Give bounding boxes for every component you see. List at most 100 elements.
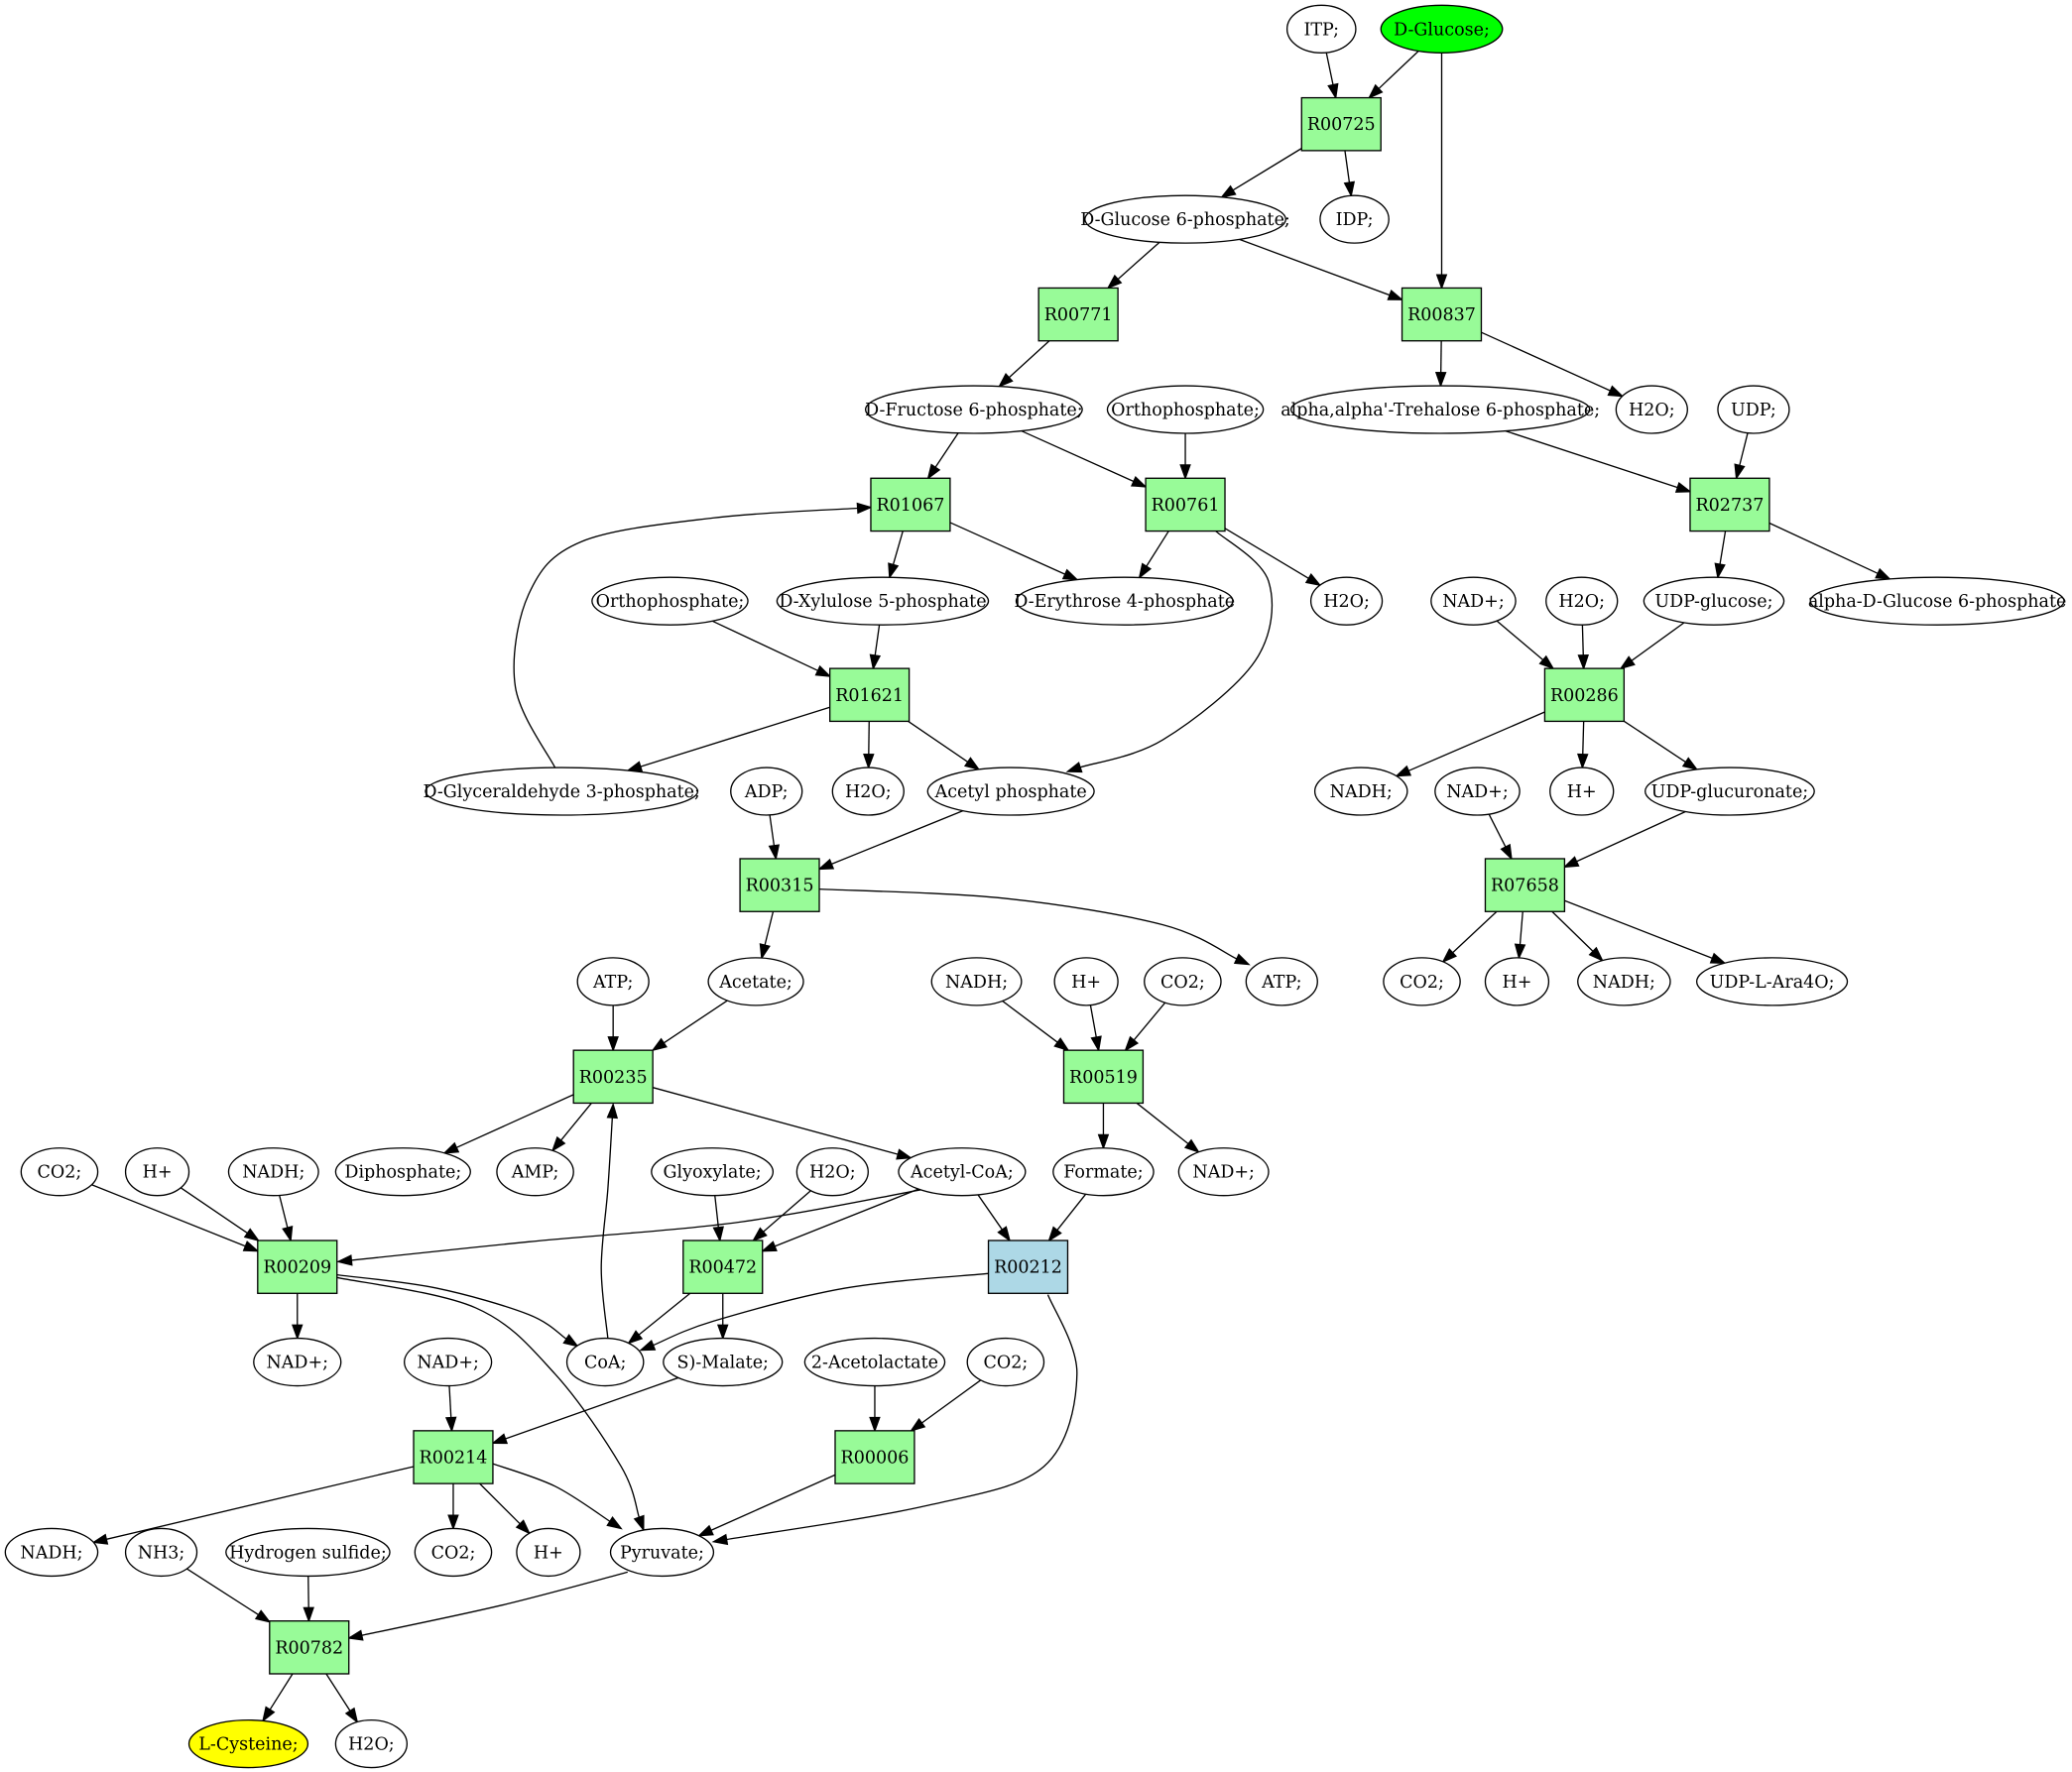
node-label: Hydrogen sulfide; bbox=[229, 1543, 387, 1563]
edge-r00235-to-acetyl_coa bbox=[652, 1087, 914, 1160]
edge-orthophosphate_1-to-r00761 bbox=[1179, 432, 1191, 481]
node-label: R00209 bbox=[263, 1258, 331, 1278]
compound-node-h-plus-5: H+ bbox=[516, 1527, 581, 1578]
edge-r00761-to-d_erythrose_4_phosphate bbox=[1138, 531, 1169, 580]
compound-node-h-plus-2: H+ bbox=[1053, 957, 1119, 1006]
edge-hydrogen_sulfide-to-r00782 bbox=[303, 1576, 314, 1623]
node-label: NAD+; bbox=[266, 1354, 328, 1373]
edge-h2o_3-to-r00286 bbox=[1577, 625, 1589, 671]
edge-r00286-to-nadh_1 bbox=[1395, 711, 1545, 777]
node-label: H2O; bbox=[1323, 592, 1370, 612]
edge-d_glyceraldehyde_3_phosphate-to-r01067 bbox=[513, 502, 873, 768]
compound-node-acetate: Acetate; bbox=[707, 957, 804, 1006]
node-label: D-Glucose; bbox=[1394, 20, 1490, 40]
node-label: NAD+; bbox=[1192, 1163, 1255, 1183]
compound-node-l-cysteine: L-Cysteine; bbox=[187, 1718, 309, 1769]
node-label: NAD+; bbox=[417, 1354, 479, 1373]
edge-co2_3-to-r00209 bbox=[91, 1184, 260, 1252]
compound-node-acetyl-phosphate: Acetyl phosphate bbox=[926, 767, 1095, 816]
compound-node-acetolactate: 2-Acetolactate bbox=[803, 1337, 946, 1387]
edge-acetate-to-r00235 bbox=[651, 1000, 728, 1052]
node-label: H2O; bbox=[1629, 401, 1675, 420]
edge-r00315-to-acetate bbox=[759, 911, 775, 960]
edge-r07658-to-h_plus_3 bbox=[1514, 911, 1526, 960]
reaction-node-r00725: R00725 bbox=[1300, 96, 1382, 152]
node-label: CO2; bbox=[431, 1543, 476, 1563]
edge-nh3-to-r00782 bbox=[186, 1568, 272, 1623]
edge-r00006-to-pyruvate bbox=[696, 1474, 836, 1537]
edge-r00209-to-pyruvate bbox=[336, 1276, 645, 1532]
node-label: R00315 bbox=[746, 877, 814, 896]
edge-r00214-to-co2_5 bbox=[447, 1483, 459, 1531]
edge-udp_glucose-to-r00286 bbox=[1619, 622, 1685, 670]
node-label: UDP; bbox=[1731, 401, 1776, 420]
reaction-node-r00771: R00771 bbox=[1037, 287, 1119, 342]
node-label: NAD+; bbox=[1446, 782, 1509, 802]
compound-node-h2o-4: H2O; bbox=[831, 767, 905, 816]
node-label: H2O; bbox=[809, 1163, 856, 1183]
node-label: UDP-L-Ara4O; bbox=[1710, 973, 1835, 993]
edge-r07658-to-co2_2 bbox=[1441, 910, 1498, 964]
node-label: alpha,alpha'-Trehalose 6-phosphate; bbox=[1280, 401, 1600, 420]
edge-r00315-to-atp_2 bbox=[818, 887, 1251, 966]
edge-r02737-to-alpha_d_glucose_6_phosphate bbox=[1768, 522, 1892, 580]
edge-r01067-to-d_xylulose_5_phosphate bbox=[888, 531, 904, 580]
node-label: D-Xylulose 5-phosphate bbox=[779, 592, 986, 612]
reaction-node-r00519: R00519 bbox=[1062, 1049, 1145, 1105]
node-label: UDP-glucose; bbox=[1654, 592, 1772, 612]
node-label: H+ bbox=[534, 1543, 563, 1563]
edge-r00782-to-l_cysteine bbox=[262, 1673, 294, 1723]
edge-acetyl_coa-to-r00472 bbox=[760, 1188, 919, 1252]
node-label: Acetate; bbox=[718, 973, 792, 993]
compound-node-d-glucose: D-Glucose; bbox=[1380, 4, 1504, 54]
compound-node-h-plus-4: H+ bbox=[124, 1147, 190, 1197]
reaction-node-r00761: R00761 bbox=[1145, 477, 1226, 532]
node-label: D-Glyceraldehyde 3-phosphate; bbox=[424, 782, 700, 802]
edge-udp-to-r02737 bbox=[1734, 432, 1749, 481]
node-label: R00837 bbox=[1407, 305, 1476, 325]
node-label: H+ bbox=[143, 1163, 173, 1183]
reaction-node-r02737: R02737 bbox=[1689, 477, 1770, 532]
compound-node-h2o-2: H2O; bbox=[1309, 576, 1384, 626]
node-label: Acetyl-CoA; bbox=[910, 1163, 1014, 1183]
edge-orthophosphate_2-to-r01621 bbox=[711, 620, 832, 677]
node-label: H2O; bbox=[845, 782, 892, 802]
compound-node-nad-4: NAD+; bbox=[253, 1337, 342, 1387]
edge-r00519-to-formate bbox=[1097, 1103, 1110, 1150]
reaction-node-r00214: R00214 bbox=[413, 1430, 494, 1484]
compound-node-nadh-4: NADH; bbox=[227, 1147, 319, 1197]
compound-node-nh3: NH3; bbox=[124, 1527, 198, 1578]
edge-r00472-to-s_malate bbox=[717, 1293, 729, 1341]
edge-nadh_4-to-r00209 bbox=[279, 1195, 294, 1242]
node-label: UDP-glucuronate; bbox=[1651, 782, 1809, 802]
compound-node-coa: CoA; bbox=[565, 1337, 645, 1387]
compound-node-orthophosphate-2: Orthophosphate; bbox=[591, 576, 749, 626]
edge-formate-to-r00212 bbox=[1047, 1193, 1087, 1242]
node-label: Formate; bbox=[1063, 1163, 1143, 1183]
compound-node-nad-3: NAD+; bbox=[1177, 1147, 1270, 1197]
edge-d_glucose-to-r00725 bbox=[1367, 50, 1419, 99]
node-label: R00782 bbox=[275, 1638, 343, 1658]
node-label: CO2; bbox=[1400, 973, 1444, 993]
edge-itp-to-r00725 bbox=[1325, 52, 1339, 100]
compound-node-pyruvate: Pyruvate; bbox=[609, 1527, 715, 1578]
node-label: NADH; bbox=[242, 1163, 305, 1183]
reaction-node-r07658: R07658 bbox=[1484, 858, 1566, 912]
node-label: 2-Acetolactate bbox=[811, 1354, 938, 1373]
reaction-node-r00837: R00837 bbox=[1401, 287, 1483, 342]
edge-co2_4-to-r00006 bbox=[910, 1379, 982, 1433]
reaction-node-r00472: R00472 bbox=[682, 1240, 764, 1294]
reaction-node-r00235: R00235 bbox=[572, 1049, 654, 1105]
node-label: Orthophosphate; bbox=[596, 592, 745, 612]
node-label: H+ bbox=[1071, 973, 1101, 993]
compound-node-udp-glucose: UDP-glucose; bbox=[1643, 576, 1785, 626]
compound-node-nadh-3: NADH; bbox=[1577, 957, 1671, 1006]
node-label: R00519 bbox=[1069, 1068, 1138, 1088]
node-label: CO2; bbox=[1160, 973, 1205, 993]
edge-r00725-to-idp bbox=[1343, 150, 1356, 198]
compound-node-nadh-1: NADH; bbox=[1313, 767, 1408, 816]
edge-d_fructose_6_phosphate-to-r01067 bbox=[926, 432, 959, 480]
node-label: NADH; bbox=[1593, 973, 1655, 993]
